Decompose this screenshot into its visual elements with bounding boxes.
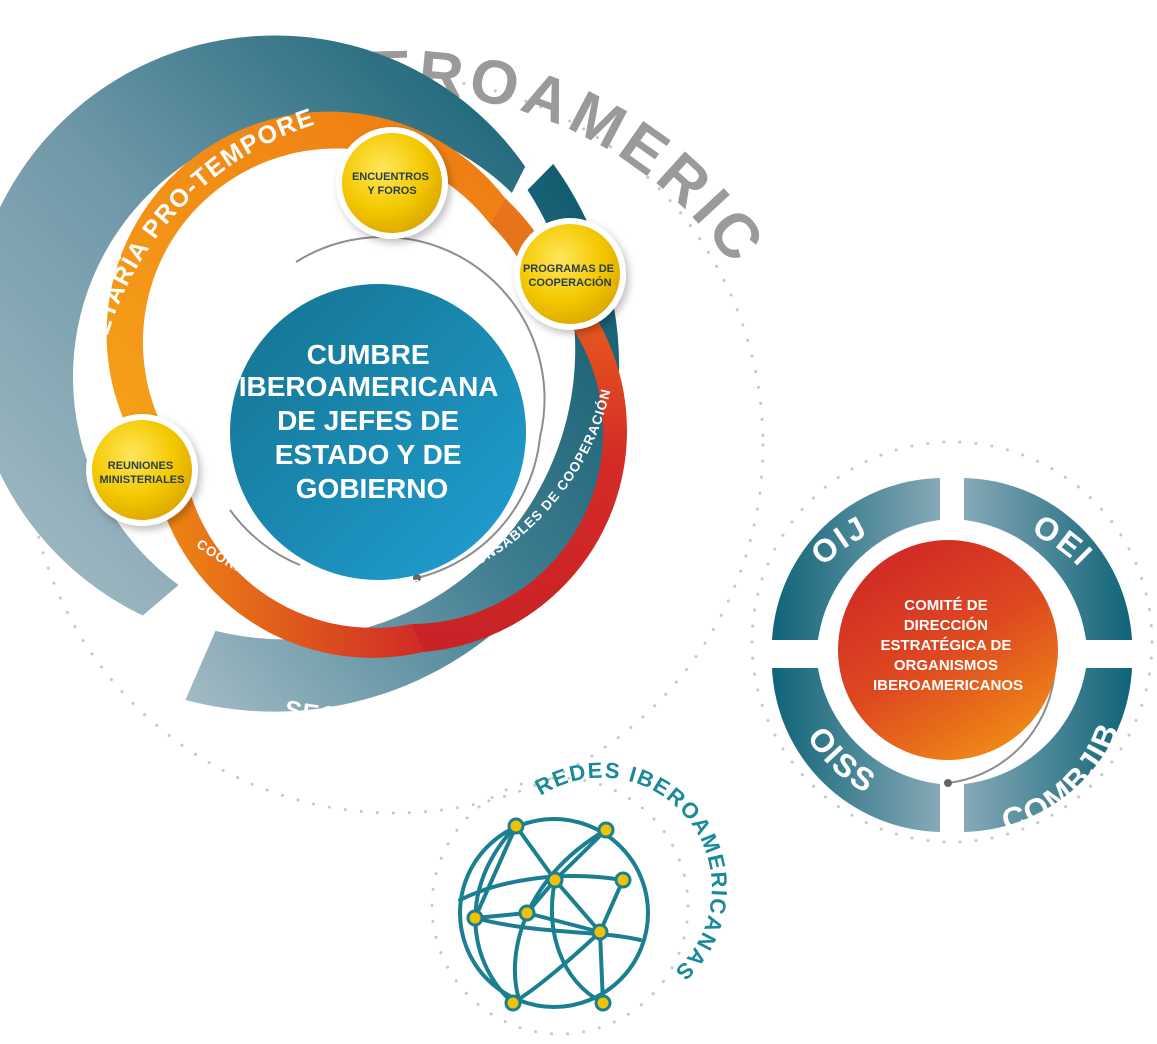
center-orbit-line-left <box>229 509 301 566</box>
ring-secretaria-general <box>185 163 620 712</box>
network-nodes <box>466 817 632 1012</box>
org-segment-oij <box>772 478 940 640</box>
committee-orbit-dot <box>944 779 952 787</box>
org-segment-oiss <box>772 668 940 832</box>
node-programas-cooperacion <box>514 218 626 330</box>
network-globe-icon <box>458 817 650 1009</box>
org-ring <box>772 478 1132 832</box>
ring-secretaria-pro-tempore <box>0 35 532 616</box>
orbit-dot <box>413 574 421 582</box>
org-segment-oei <box>964 478 1132 640</box>
node-reuniones-ministeriales <box>86 414 198 526</box>
node-encuentros-foros-text: ENCUENTROS Y FOROS <box>352 171 432 197</box>
committee-circle <box>838 540 1058 760</box>
cumbre-text: CUMBRE IBEROAMERICANA DE JEFES DE ESTADO… <box>239 339 506 504</box>
committee-text: COMITÉ DE DIRECCIÓN ESTRATÉGICA DE ORGAN… <box>873 597 1023 694</box>
org-segment-combjib <box>964 668 1132 832</box>
dotted-outline <box>25 75 1154 1036</box>
node-programas-cooperacion-text: PROGRAMAS DE COOPERACIÓN <box>523 263 617 289</box>
node-reuniones-ministeriales-text: REUNIONES MINISTERIALES <box>100 460 185 486</box>
cumbre-circle <box>230 284 526 580</box>
ring-coordinadores <box>412 268 627 652</box>
node-encuentros-foros <box>336 127 448 239</box>
